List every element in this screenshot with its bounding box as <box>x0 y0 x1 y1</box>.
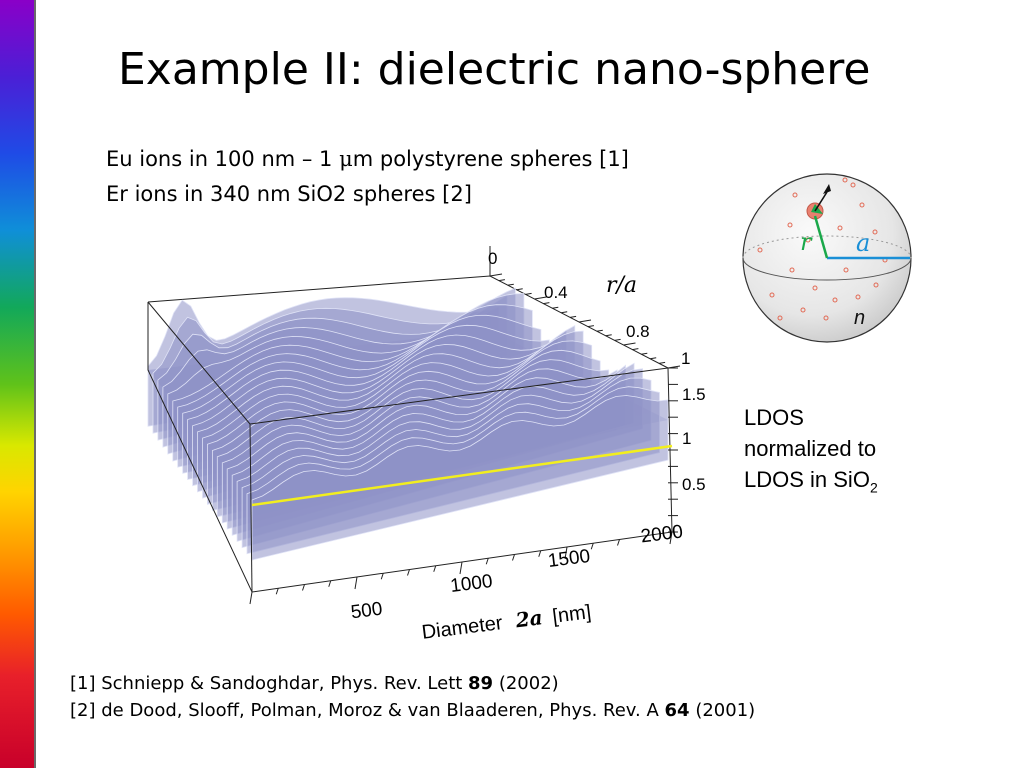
ra-tick-2: 0.8 <box>626 322 650 341</box>
ldos-reference-line <box>251 444 673 507</box>
axis-tick <box>489 273 503 277</box>
ldos-caption-line2: normalized to <box>744 436 877 461</box>
axis-tick <box>534 296 547 300</box>
axis-tick <box>570 315 577 318</box>
ra-tick-1: 0.4 <box>544 283 568 302</box>
axis-tick <box>632 348 639 351</box>
ion-dot <box>769 292 775 298</box>
ra-tick-3: 1 <box>681 349 690 368</box>
ion-dot <box>800 307 806 313</box>
ion-dot <box>757 247 763 253</box>
axis-tick <box>587 325 594 328</box>
mu-symbol: μ <box>339 147 353 171</box>
axis-tick <box>498 279 505 282</box>
axis-tick <box>485 558 489 565</box>
axis-tick <box>380 573 384 580</box>
bullet-line-1: Eu ions in 100 nm – 1 μm polystyrene sph… <box>106 147 629 171</box>
axis-tick <box>617 539 620 546</box>
axis-tick <box>578 319 592 323</box>
axis-tick <box>459 561 463 575</box>
ion-dot <box>873 282 879 288</box>
ion-dot <box>805 237 811 243</box>
ra-tick-0: 0 <box>488 249 497 268</box>
diameter-tick-1500: 1500 <box>547 546 592 572</box>
rainbow-side-bar <box>0 0 34 768</box>
line1-suffix: m polystyrene spheres [1] <box>352 147 629 171</box>
diameter-tick-1000: 1000 <box>449 571 494 597</box>
ion-dot <box>855 294 861 300</box>
ion-dots <box>757 177 888 321</box>
axis-tick <box>552 306 559 309</box>
position-r-line <box>813 215 829 259</box>
reference-2: [2] de Dood, Slooff, Polman, Moroz & van… <box>70 700 756 721</box>
ion-dot <box>872 229 878 235</box>
ion-dot <box>843 267 849 273</box>
ldos-caption: LDOS normalized to LDOS in SiO2 <box>744 402 878 503</box>
axis-tick <box>564 546 568 560</box>
ion-dot <box>859 202 865 208</box>
a-label: a <box>856 229 870 257</box>
n-label: n <box>854 307 865 329</box>
side-bar-edge <box>34 0 36 768</box>
line1-prefix: Eu ions in 100 nm – 1 <box>106 147 340 171</box>
surface-ridge <box>251 395 669 561</box>
ion-dot <box>789 267 795 273</box>
axis-tick <box>302 584 305 591</box>
axis-tick <box>407 569 410 576</box>
axis-tick <box>516 288 523 291</box>
axis-tick <box>328 580 332 587</box>
axis-tick <box>433 565 437 572</box>
axis-tick <box>623 342 636 346</box>
ion-dot <box>787 222 793 228</box>
ldos-tick-0.5: 0.5 <box>682 475 706 494</box>
axis-tick <box>538 550 542 557</box>
r-label: r <box>800 228 813 256</box>
ldos-caption-line1: LDOS <box>744 405 804 430</box>
axis-tick <box>561 311 568 314</box>
slide-title: Example II: dielectric nano-sphere <box>118 44 871 95</box>
ra-axis-label: r/a <box>606 273 637 298</box>
ion-dot <box>850 182 856 188</box>
ion-dot <box>837 225 843 231</box>
ion-dot <box>832 297 838 303</box>
diameter-tick-500: 500 <box>350 599 384 624</box>
ion-dot <box>777 315 783 321</box>
diameter-axis-label: Diameter 2a[nm] <box>420 599 592 644</box>
axis-tick <box>605 334 612 337</box>
ldos-caption-line3: LDOS in SiO2 <box>744 467 878 496</box>
ion-dot <box>792 192 798 198</box>
axis-tick <box>669 531 673 545</box>
ldos-tick-1.5: 1.5 <box>682 385 706 404</box>
axis-ticks <box>249 273 681 605</box>
ldos-surface <box>147 287 669 561</box>
reference-1: [1] Schniepp & Sandoghdar, Phys. Rev. Le… <box>70 673 559 694</box>
axis-tick <box>650 357 657 360</box>
ion-dot <box>842 177 848 183</box>
axis-tick <box>641 352 648 355</box>
axis-tick <box>507 283 514 286</box>
axis-tick <box>354 576 358 590</box>
bullet-line-2: Er ions in 340 nm SiO2 spheres [2] <box>106 182 472 206</box>
axis-tick <box>596 329 603 332</box>
axis-tick <box>659 361 666 364</box>
axis-tick <box>590 543 594 550</box>
axis-tick <box>525 292 532 295</box>
axis-tick <box>614 338 621 341</box>
axis-tick <box>275 588 279 595</box>
ion-dot <box>823 315 829 321</box>
dipole-arrow <box>814 191 828 212</box>
axis-tick <box>249 591 253 605</box>
dipole-arrow-head <box>823 184 831 194</box>
ion-dot <box>812 285 818 291</box>
axis-tick <box>543 302 550 305</box>
axis-tick <box>643 535 647 542</box>
nano-sphere-diagram: r a n <box>742 173 912 343</box>
axis-tick <box>512 554 515 561</box>
ldos-tick-1: 1 <box>682 429 691 448</box>
diameter-tick-2000: 2000 <box>640 521 685 547</box>
